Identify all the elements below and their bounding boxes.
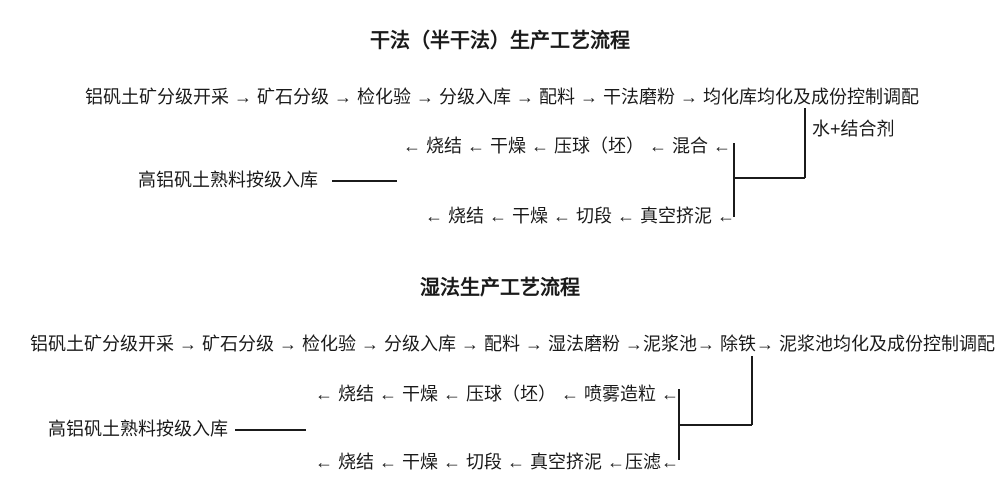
dry-section-title: 干法（半干法）生产工艺流程 (370, 30, 630, 52)
dry-branch-horizontal-line (733, 177, 805, 179)
dry-extrude-branch-flow-text: ← 烧结 ← 干燥 ← 切段 ← 真空挤泥 ← (425, 206, 736, 226)
dry-branch-split-line (733, 143, 735, 217)
dry-storage-leader-line (332, 180, 397, 182)
wet-extrude-branch-flow-text: ← 烧结 ← 干燥 ← 切段 ← 真空挤泥 ←压滤← (315, 452, 680, 472)
wet-spray-branch-flow-text: ← 烧结 ← 干燥 ← 压球（坯） ← 喷雾造粒 ← (315, 384, 680, 404)
wet-storage-leader-line (235, 429, 306, 431)
wet-section-title: 湿法生产工艺流程 (420, 277, 580, 299)
wet-main-to-branch-connector-line (751, 356, 753, 425)
dry-main-to-branch-connector-line (804, 108, 806, 178)
wet-branch-horizontal-line (678, 424, 752, 426)
dry-mix-branch-flow-text: ← 烧结 ← 干燥 ← 压球（坯） ← 混合 ← (403, 136, 732, 156)
wet-storage-label: 高铝矾土熟料按级入库 (48, 419, 228, 439)
dry-main-flow-text: 铝矾土矿分级开采 → 矿石分级 → 检化验 → 分级入库 → 配料 → 干法磨粉… (85, 87, 920, 107)
dry-storage-label: 高铝矾土熟料按级入库 (138, 170, 318, 190)
wet-main-flow-text: 铝矾土矿分级开采 → 矿石分级 → 检化验 → 分级入库 → 配料 → 湿法磨粉… (30, 334, 996, 354)
dry-additive-label: 水+结合剂 (812, 119, 895, 139)
